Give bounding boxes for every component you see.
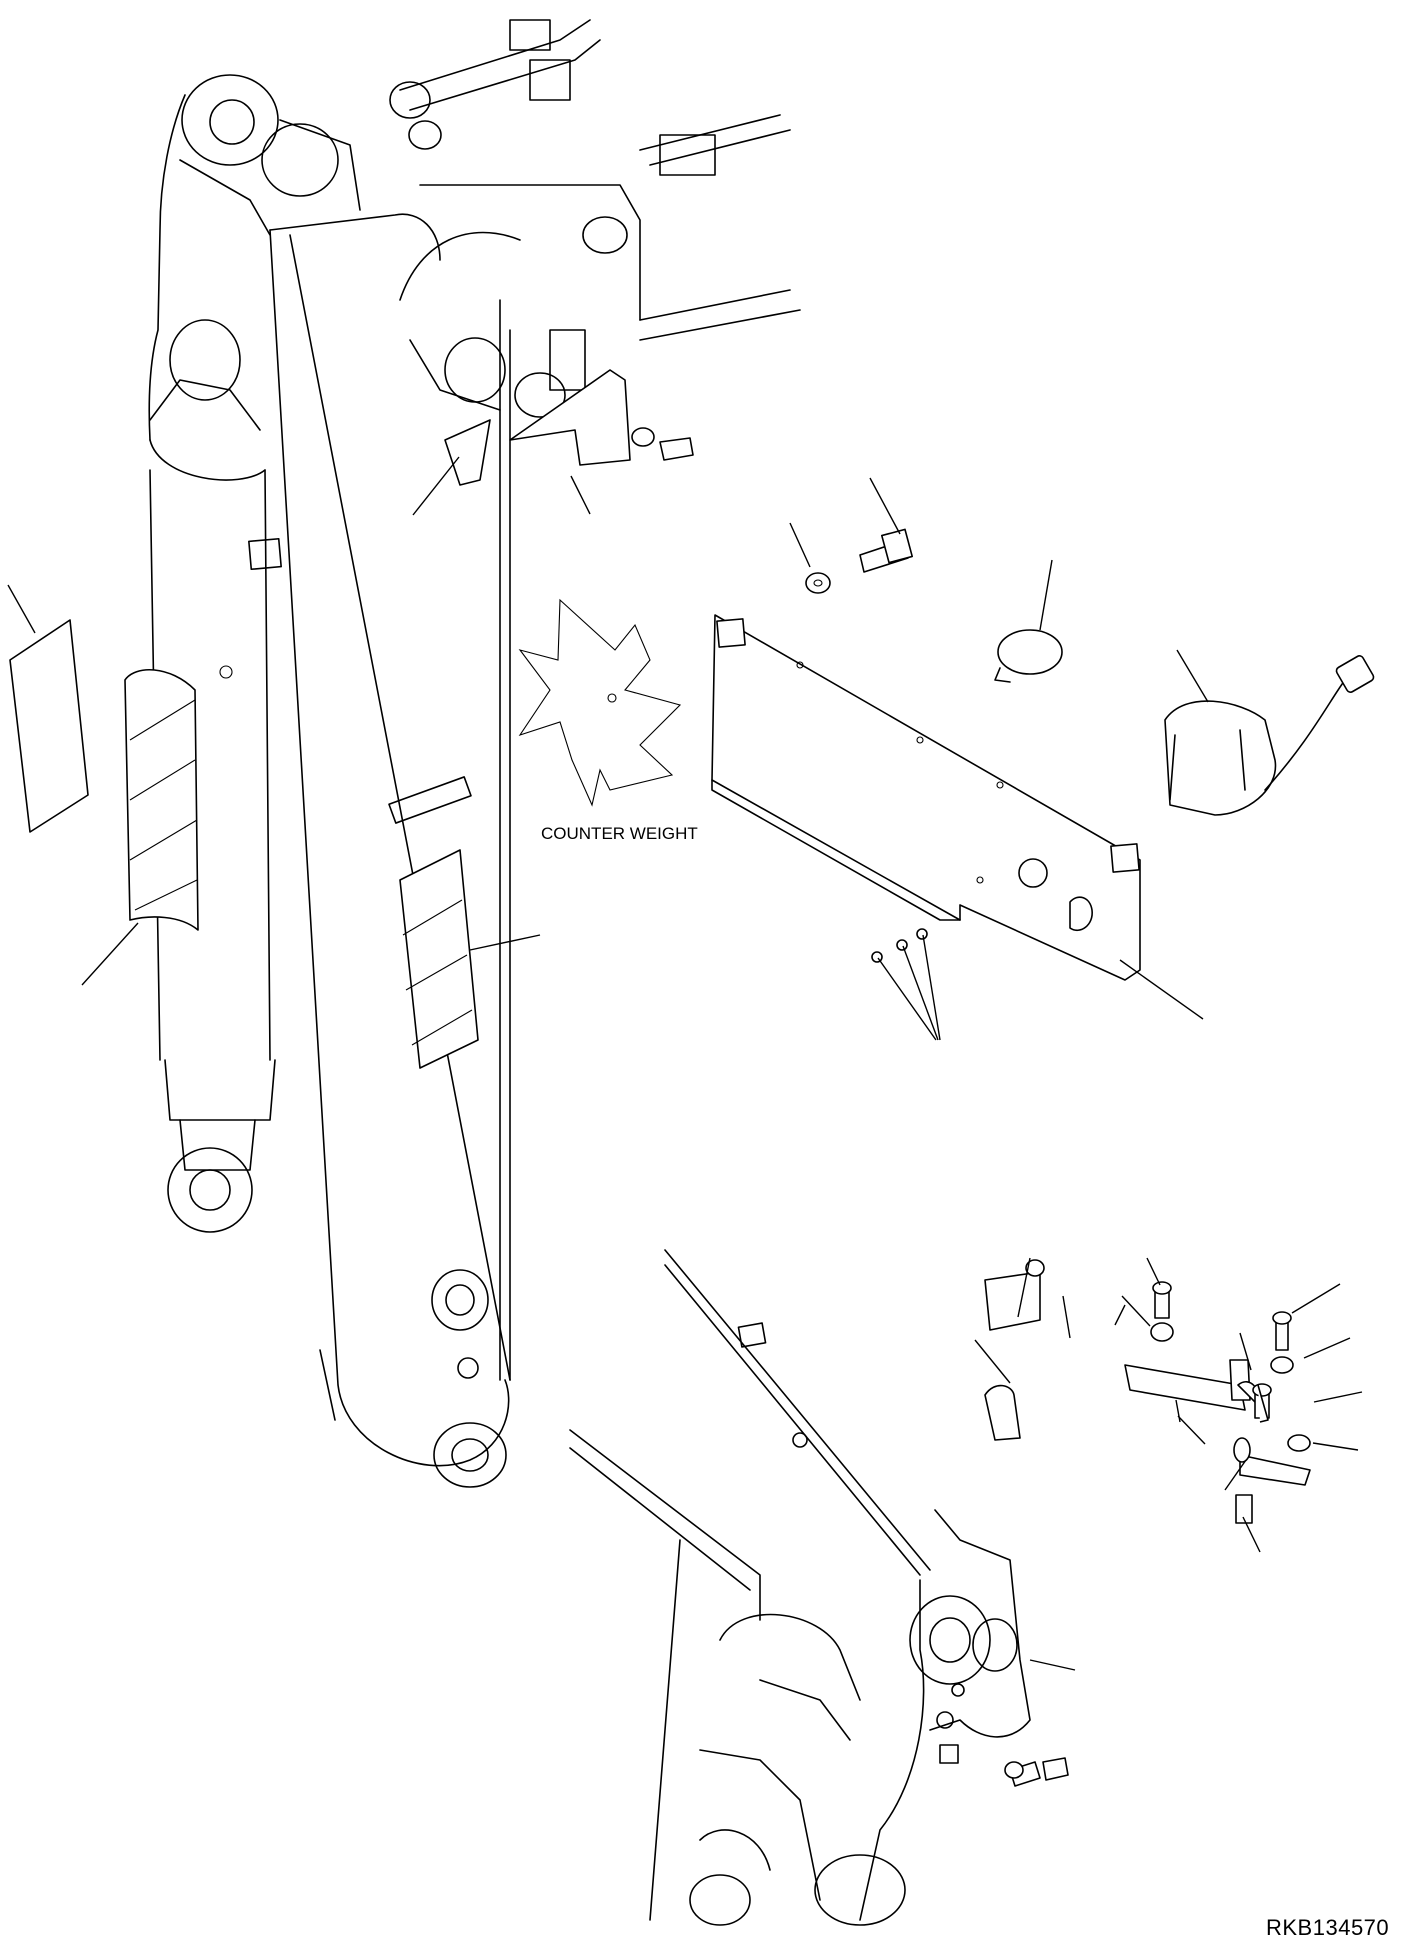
hose-clamp [994,629,1063,683]
decal-strip-left [9,619,89,833]
counter-weight-label: COUNTER WEIGHT [541,824,698,843]
drawing-number: RKB134570 [1266,1915,1390,1940]
bracket-kit-parts [984,1259,1311,1787]
counter-weight-outline [518,598,682,807]
callout-leaders [7,456,1363,1671]
small-screws [871,928,928,963]
decal-boom-side [399,849,479,1069]
boom-assembly [148,74,511,1488]
plate-bracket [711,614,1141,981]
top-hose-assembly [389,19,801,418]
plate-bolt-parts [805,528,914,594]
decal-cylinder-wrap [124,669,199,931]
upper-bracket [444,369,694,486]
plate-lamp [1164,655,1375,816]
swing-bracket-assembly [569,1249,1031,1926]
